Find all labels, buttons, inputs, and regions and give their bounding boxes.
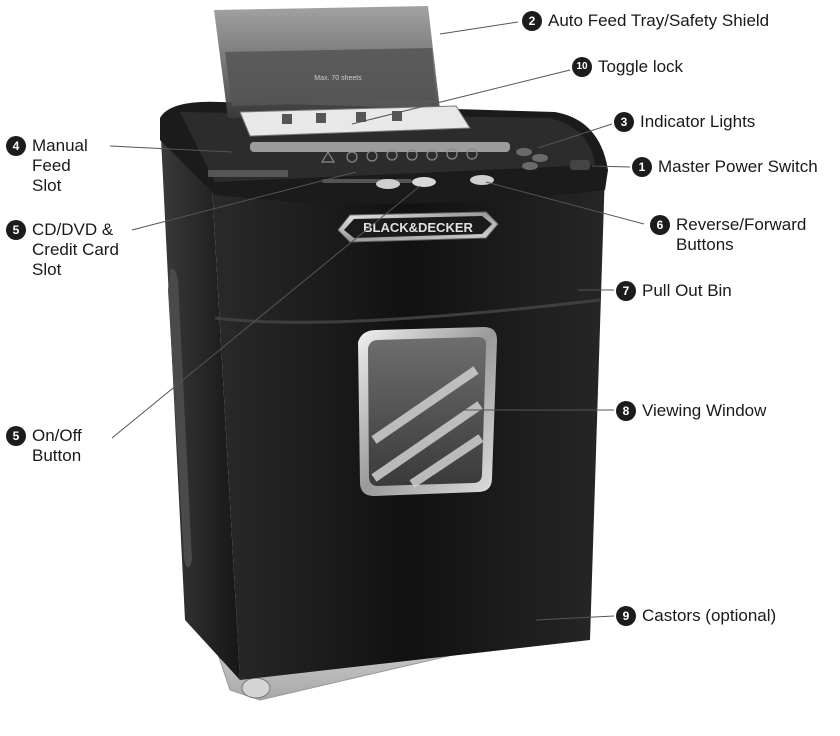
callout-number: 3 bbox=[614, 112, 634, 132]
callout-number: 8 bbox=[616, 401, 636, 421]
callout-label: Reverse/Forward Buttons bbox=[676, 215, 807, 254]
callout-pull-out-bin: 7 Pull Out Bin bbox=[616, 281, 732, 301]
callout-number: 9 bbox=[616, 606, 636, 626]
callout-label: On/Off Button bbox=[32, 426, 82, 465]
callout-label: CD/DVD & Credit Card Slot bbox=[32, 220, 119, 279]
callout-number: 7 bbox=[616, 281, 636, 301]
callout-label: Viewing Window bbox=[642, 401, 767, 420]
callout-number: 2 bbox=[522, 11, 542, 31]
callout-cd-dvd-slot: 5 CD/DVD & Credit Card Slot bbox=[6, 220, 119, 280]
callout-label: Pull Out Bin bbox=[642, 281, 732, 300]
callout-number: 5 bbox=[6, 220, 26, 240]
callout-manual-feed-slot: 4 Manual Feed Slot bbox=[6, 136, 88, 196]
callout-viewing-window: 8 Viewing Window bbox=[616, 401, 766, 421]
callout-castors: 9 Castors (optional) bbox=[616, 606, 776, 626]
callout-label: Master Power Switch bbox=[658, 157, 818, 176]
reverse-button[interactable] bbox=[376, 179, 400, 189]
viewing-window bbox=[358, 327, 497, 496]
callout-number: 6 bbox=[650, 215, 670, 235]
callout-indicator-lights: 3 Indicator Lights bbox=[614, 112, 755, 132]
brand-badge: BLACK&DECKER bbox=[337, 211, 499, 243]
callout-label: Indicator Lights bbox=[640, 112, 756, 131]
callout-number: 4 bbox=[6, 136, 26, 156]
callout-label: Manual Feed Slot bbox=[32, 136, 88, 195]
control-panel bbox=[320, 148, 478, 163]
callout-master-power-switch: 1 Master Power Switch bbox=[632, 157, 818, 177]
auto-feed-tray: Max. 70 sheets bbox=[214, 6, 471, 137]
callout-label: Castors (optional) bbox=[642, 606, 777, 625]
callout-toggle-lock: 10 Toggle lock bbox=[572, 57, 683, 77]
callout-reverse-forward: 6 Reverse/Forward Buttons bbox=[650, 215, 806, 255]
callout-number: 1 bbox=[632, 157, 652, 177]
callout-number: 10 bbox=[572, 57, 592, 77]
callout-label: Toggle lock bbox=[598, 57, 684, 76]
on-off-button[interactable] bbox=[412, 177, 436, 187]
callout-number: 5 bbox=[6, 426, 26, 446]
tray-capacity-label: Max. 70 sheets bbox=[314, 75, 362, 82]
side-label bbox=[208, 170, 288, 177]
callout-on-off-button: 5 On/Off Button bbox=[6, 426, 82, 466]
callout-label: Auto Feed Tray/Safety Shield bbox=[548, 11, 770, 30]
indicator-lights bbox=[516, 148, 548, 170]
callout-auto-feed-tray: 2 Auto Feed Tray/Safety Shield bbox=[522, 11, 769, 31]
master-power-switch[interactable] bbox=[570, 160, 590, 170]
manual-feed-slot bbox=[250, 142, 510, 152]
leader-lines bbox=[109, 21, 645, 621]
brand-logo: BLACK&DECKER bbox=[363, 220, 473, 235]
